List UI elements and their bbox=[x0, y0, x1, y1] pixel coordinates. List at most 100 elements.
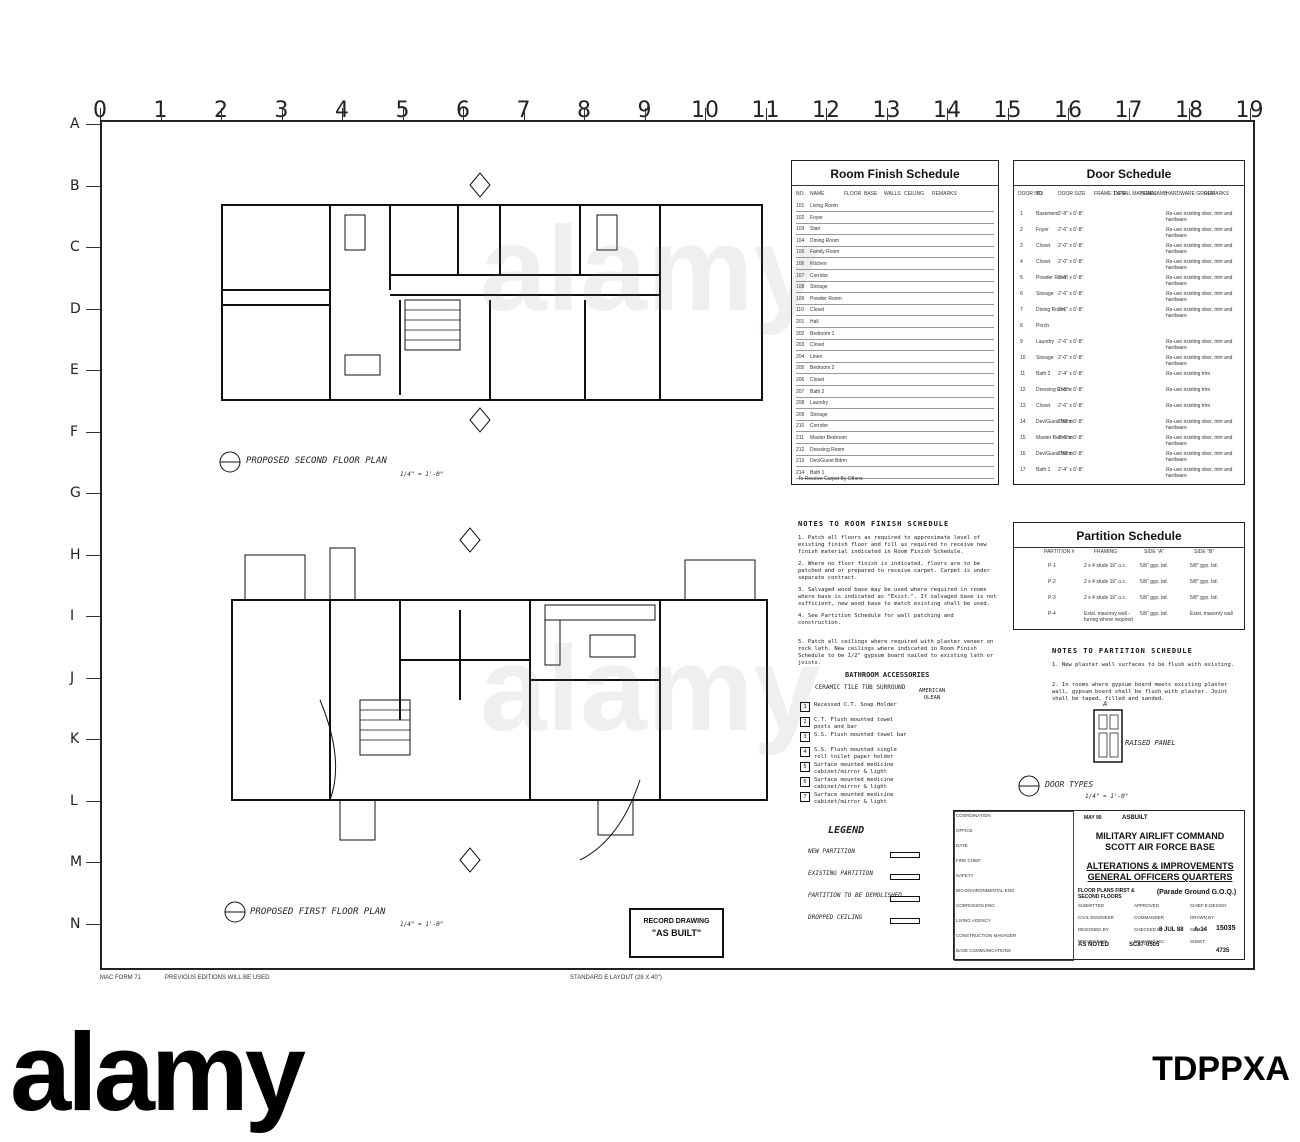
tb-project-no: SC87-0505 bbox=[1129, 942, 1160, 948]
door-to: Storage bbox=[1036, 355, 1054, 361]
record-drawing-stamp: RECORD DRAWING "AS BUILT" bbox=[629, 908, 724, 958]
tb-label: BASE COMMUNICATIONS bbox=[956, 948, 1011, 953]
stock-code: TDPPXA bbox=[1152, 1050, 1290, 1088]
ruler-tick bbox=[86, 431, 100, 433]
door-to: Dev/Guest Bdrm bbox=[1036, 419, 1073, 425]
door-number: 3 bbox=[1020, 243, 1023, 249]
room-finish-number: 207 bbox=[796, 388, 805, 395]
tb-revision: ASBUILT bbox=[1122, 815, 1148, 821]
tb-label: SUBMITTED bbox=[1078, 903, 1105, 908]
door-number: 14 bbox=[1020, 419, 1026, 425]
partition-title: Partition Schedule bbox=[1014, 523, 1244, 548]
drawing-frame bbox=[100, 120, 1255, 970]
ruler-tick bbox=[1249, 108, 1251, 120]
tb-label: SHEET bbox=[1190, 939, 1206, 944]
room-finish-row-line bbox=[796, 338, 994, 340]
tb-drawing-no: 15035 bbox=[1216, 925, 1236, 932]
room-finish-row-line bbox=[796, 327, 994, 328]
room-finish-number: 101 bbox=[796, 203, 805, 209]
first-floor-label: PROPOSED FIRST FLOOR PLAN bbox=[250, 907, 386, 917]
room-finish-note: 5. Patch all ceilings where required wit… bbox=[798, 639, 994, 666]
ruler-tick bbox=[86, 493, 100, 494]
room-finish-number: 214 bbox=[796, 469, 805, 476]
room-finish-note: 4. See Partition Schedule for wall patch… bbox=[798, 613, 954, 626]
stamp-line1: RECORD DRAWING bbox=[643, 918, 710, 925]
room-finish-row-line bbox=[796, 257, 994, 259]
ruler-tick bbox=[86, 923, 100, 925]
ruler-letter: N bbox=[70, 915, 81, 932]
bath-item-number: 7 bbox=[800, 792, 810, 802]
room-finish-number: 209 bbox=[796, 411, 805, 418]
raised-panel-label: RAISED PANEL bbox=[1125, 739, 1176, 747]
door-to: Basement bbox=[1036, 211, 1059, 217]
room-finish-row-line bbox=[796, 466, 994, 468]
door-to: Master Bedroom bbox=[1036, 435, 1073, 441]
room-finish-number: 204 bbox=[796, 353, 805, 360]
bath-accessories-title: BATHROOM ACCESSORIES bbox=[845, 671, 930, 679]
room-finish-row-line bbox=[796, 361, 994, 363]
ruler-tick bbox=[644, 108, 646, 120]
room-finish-footnote: To Receive Carpet By Others bbox=[798, 476, 863, 482]
bath-accessories-subtitle: CERAMIC TILE TUB SURROUND bbox=[815, 684, 906, 691]
ruler-tick bbox=[463, 108, 464, 120]
door-remarks: Re-use existing door, trim and hardware bbox=[1166, 291, 1233, 303]
room-finish-title: Room Finish Schedule bbox=[792, 161, 998, 186]
ruler-letter: F bbox=[70, 423, 79, 440]
bath-item-description: C.T. Flush mounted towel posts and bar bbox=[814, 717, 894, 730]
tb-location: (Parade Ground G.O.Q.) bbox=[1156, 889, 1237, 896]
room-finish-header: FLOOR bbox=[844, 191, 862, 197]
tb-project1: ALTERATIONS & IMPROVEMENTS bbox=[1086, 861, 1234, 871]
room-finish-row-line bbox=[796, 396, 994, 398]
tb-label: FIRE CHIEF bbox=[956, 858, 982, 863]
door-size: 2'-6" x 6'-8" bbox=[1058, 307, 1084, 313]
ruler-tick bbox=[342, 108, 343, 120]
door-size: 2'-6" x 6'-8" bbox=[1058, 291, 1084, 297]
tb-label: DESIGNED BY bbox=[1078, 927, 1109, 932]
tb-label: COORDINATION bbox=[956, 813, 991, 818]
tb-rev-date: MAY 90 bbox=[1084, 815, 1102, 821]
room-finish-number: 202 bbox=[796, 330, 805, 337]
door-to: Foyer bbox=[1036, 227, 1049, 233]
tb-label: CORROSION ENG bbox=[956, 903, 995, 908]
tb-project2: GENERAL OFFICERS QUARTERS bbox=[1087, 872, 1233, 882]
door-size: 2'-6" x 6'-8" bbox=[1058, 339, 1084, 345]
door-to: Closet bbox=[1036, 259, 1051, 265]
door-number: 12 bbox=[1020, 387, 1026, 393]
tb-sheet-title: FLOOR PLANS FIRST & SECOND FLOORS bbox=[1078, 888, 1135, 900]
door-to: Storage bbox=[1036, 291, 1054, 297]
ruler-tick bbox=[160, 108, 162, 120]
second-floor-scale: 1/4" = 1'-0" bbox=[400, 471, 444, 478]
title-block: MILITARY AIRLIFT COMMAND SCOTT AIR FORCE… bbox=[953, 810, 1245, 961]
legend-item: EXISTING PARTITION bbox=[808, 870, 874, 877]
room-finish-header: WALLS bbox=[884, 191, 901, 197]
room-finish-row-line bbox=[796, 373, 994, 375]
room-finish-name: Storage bbox=[810, 284, 828, 291]
ruler-letter: J bbox=[70, 669, 75, 686]
door-remarks: Re-use existing door, trim and hardware bbox=[1166, 211, 1233, 223]
door-remarks: Re-use existing door, trim and hardware bbox=[1166, 243, 1233, 255]
legend-item: DROPPED CEILING bbox=[808, 914, 863, 921]
partition-note: 2. In rooms where gypsum board meets exi… bbox=[1052, 682, 1228, 702]
room-finish-row-line bbox=[796, 280, 994, 282]
ruler-letter: G bbox=[70, 485, 81, 501]
legend-line-sample bbox=[890, 896, 920, 902]
ruler-letter: M bbox=[70, 854, 83, 870]
legend-line-sample bbox=[890, 918, 920, 924]
floor-plans-drawing bbox=[219, 172, 1123, 923]
room-finish-row-line bbox=[796, 292, 994, 294]
room-finish-header: REMARKS bbox=[932, 191, 957, 197]
ruler-tick bbox=[281, 108, 283, 120]
bath-item-number: 3 bbox=[800, 732, 810, 742]
door-number: 16 bbox=[1020, 451, 1026, 457]
tb-label: OFFICE bbox=[956, 828, 973, 833]
door-schedule-title: Door Schedule bbox=[1014, 161, 1244, 186]
door-size: 2'-0" x 6'-8" bbox=[1058, 259, 1084, 265]
room-finish-name: Linen bbox=[810, 353, 823, 360]
door-number: 11 bbox=[1020, 371, 1026, 377]
door-size: 2'-6" x 6'-8" bbox=[1058, 275, 1084, 281]
door-number: 13 bbox=[1020, 403, 1026, 409]
door-schedule-header: JAMB bbox=[1154, 191, 1168, 197]
ruler-letter: D bbox=[70, 300, 81, 317]
